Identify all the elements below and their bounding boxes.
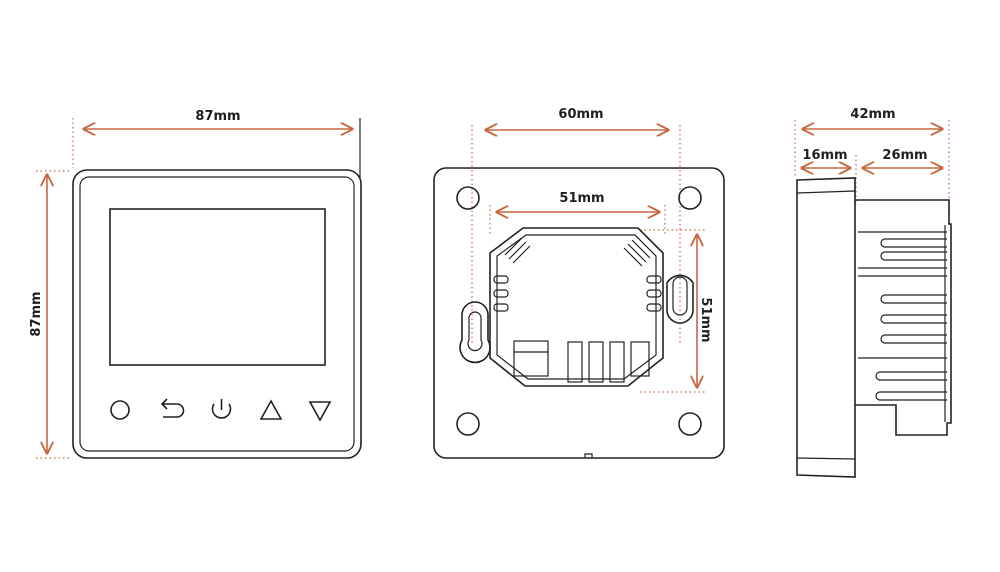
back-outer-width-label: 60mm: [558, 107, 603, 122]
back-inner-width-label: 51mm: [559, 191, 604, 206]
rear-box-profile: [855, 199, 952, 436]
lcd-screen: [109, 208, 326, 366]
side-pins-right: [646, 275, 662, 312]
thermostat-face: [79, 176, 355, 452]
side-rear-depth-label: 26mm: [882, 148, 927, 163]
vent-lines-right: [623, 239, 651, 267]
side-front-depth-label: 16mm: [802, 148, 847, 163]
front-width-label: 87mm: [195, 109, 240, 124]
triangle-up-icon[interactable]: [259, 399, 283, 420]
back-view: 60mm 51mm 51mm: [433, 107, 725, 459]
plate-notch: [584, 453, 593, 458]
thermostat-bezel: [72, 169, 362, 459]
back-box-module: [489, 227, 664, 387]
front-height-label: 87mm: [29, 291, 44, 336]
power-icon[interactable]: [211, 399, 232, 419]
front-housing-profile: [796, 177, 856, 478]
side-total-depth-label: 42mm: [850, 107, 895, 122]
mounting-plate: [433, 167, 725, 459]
screw-hole-top-right: [678, 186, 702, 210]
side-view: 42mm 16mm 26mm: [794, 107, 952, 478]
circle-icon[interactable]: [110, 400, 130, 420]
back-arrow-icon[interactable]: [160, 398, 185, 418]
keyhole-slot-right: [666, 274, 694, 324]
screw-hole-bottom-left: [456, 412, 480, 436]
triangle-down-icon[interactable]: [308, 401, 332, 422]
front-view: 87mm 87mm: [29, 109, 362, 459]
cooling-fins: [875, 238, 947, 401]
screw-hole-top-left: [456, 186, 480, 210]
back-inner-height-label: 51mm: [698, 297, 713, 342]
terminal-blocks: [513, 340, 650, 383]
side-pins-left: [493, 275, 509, 312]
vent-lines-left: [504, 237, 531, 264]
keyhole-slot-left: [459, 301, 491, 364]
screw-hole-bottom-right: [678, 412, 702, 436]
